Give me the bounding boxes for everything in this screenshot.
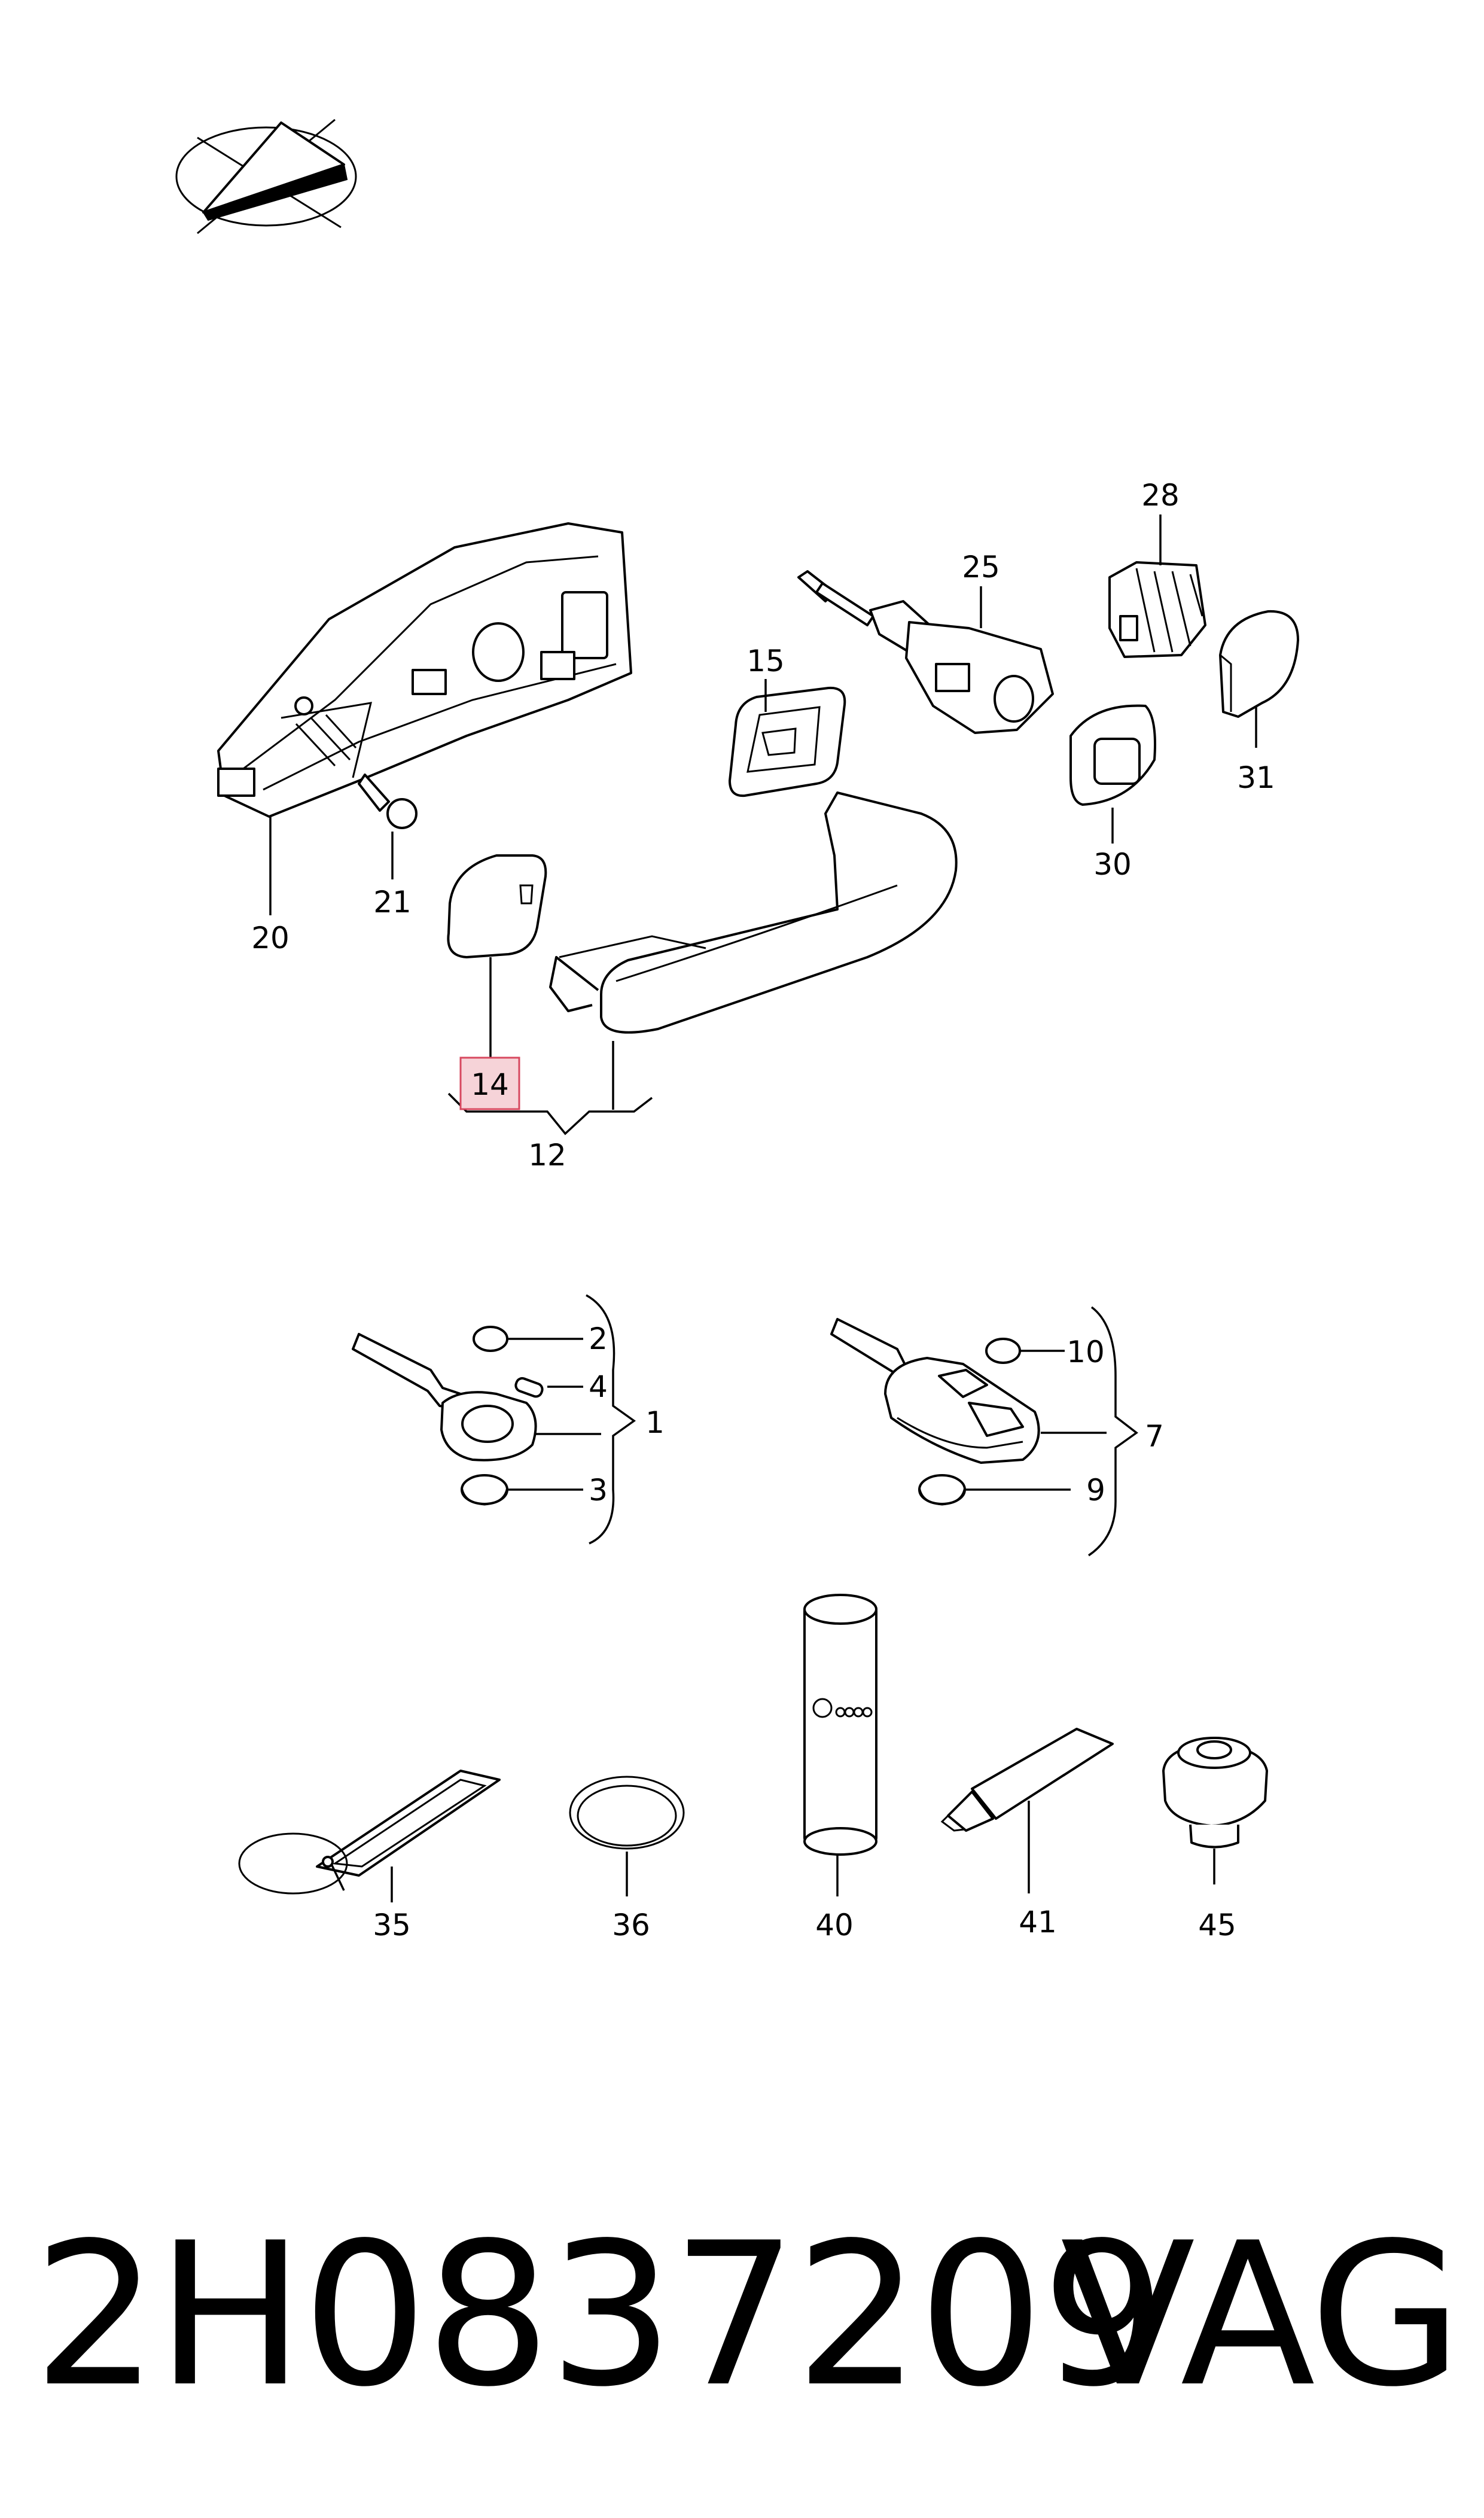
- part-45-filler-cap: [1162, 1737, 1268, 1884]
- part-30-bezel: [1069, 704, 1156, 844]
- label-25: 25: [962, 550, 1000, 584]
- brand-name: VAG: [1060, 2200, 1462, 2430]
- part-25-lock-cylinder: [797, 570, 1054, 734]
- label-45: 45: [1198, 1908, 1236, 1942]
- label-7: 7: [1145, 1419, 1164, 1454]
- label-40: 40: [815, 1908, 854, 1942]
- part-14-cover-cap: [447, 854, 547, 1077]
- label-9: 9: [1086, 1473, 1105, 1508]
- label-12: 12: [528, 1138, 566, 1173]
- part-41-tube: [940, 1728, 1114, 1893]
- part-number: 2H0837209: [33, 2200, 1167, 2430]
- parts-diagram: 28 25 15 31 30 21 20 14 12 2 4 1 3 10 7 …: [175, 118, 1299, 1942]
- label-28: 28: [1141, 478, 1180, 513]
- label-4: 4: [589, 1369, 608, 1404]
- label-10: 10: [1066, 1335, 1105, 1369]
- orientation-logo-icon: [175, 118, 357, 235]
- label-36: 36: [612, 1908, 650, 1942]
- group-1-key: [352, 1294, 636, 1545]
- label-15: 15: [746, 644, 785, 678]
- label-1: 1: [645, 1405, 665, 1440]
- part-31-cap: [1219, 610, 1299, 748]
- group-7-remote-key: [830, 1306, 1138, 1557]
- label-35: 35: [373, 1908, 411, 1942]
- part-12-pull-handle: [447, 791, 958, 1135]
- part-35-key-tag: [238, 1770, 501, 1902]
- part-21-screw: [358, 774, 418, 879]
- label-2: 2: [589, 1322, 608, 1356]
- label-30: 30: [1093, 847, 1132, 882]
- part-28-end-cap-housing: [1108, 514, 1206, 658]
- part-40-spray-can: [803, 1594, 877, 1896]
- label-31: 31: [1237, 760, 1275, 795]
- part-15-gasket: [729, 679, 846, 797]
- label-3: 3: [589, 1473, 608, 1508]
- label-20: 20: [251, 921, 290, 955]
- label-21: 21: [373, 885, 412, 919]
- label-14: 14: [471, 1067, 509, 1102]
- label-41: 41: [1019, 1905, 1057, 1940]
- part-20-handle-carrier: [217, 522, 632, 915]
- highlight-box-14: [459, 1056, 520, 1110]
- part-36-o-ring: [569, 1776, 685, 1896]
